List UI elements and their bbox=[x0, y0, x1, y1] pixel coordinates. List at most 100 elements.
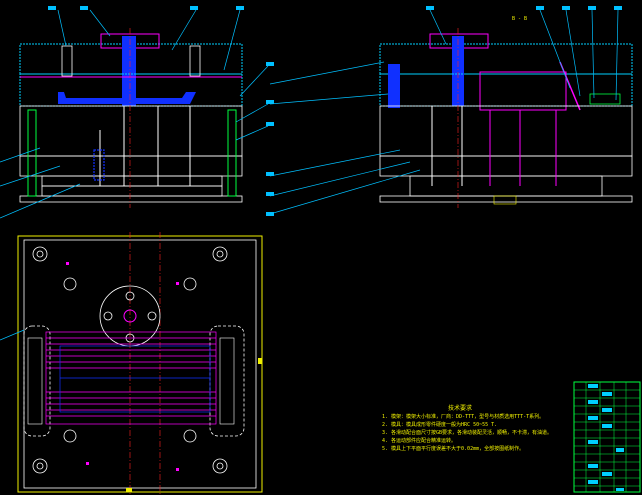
support-plate-side bbox=[379, 155, 633, 177]
guide-bush bbox=[32, 246, 48, 262]
return-spring bbox=[93, 149, 105, 181]
sprue-channel bbox=[122, 36, 136, 106]
plan-marker bbox=[176, 468, 179, 471]
plan-plate bbox=[23, 239, 257, 489]
slider-block-left bbox=[27, 337, 43, 425]
item-tag bbox=[266, 192, 274, 196]
slider-area-right bbox=[209, 325, 245, 437]
note-line: 3. 各滑动配合面尺寸按GB要求，各滑动装配灵活，顺畅，不卡滞，有油道。 bbox=[382, 430, 553, 436]
slider-spring bbox=[589, 93, 621, 105]
sprue-channel-side bbox=[452, 36, 464, 106]
runner-front bbox=[58, 92, 196, 104]
plate-screw bbox=[183, 429, 197, 443]
guide-bush bbox=[32, 458, 48, 474]
support-plate bbox=[19, 155, 243, 177]
leader-line bbox=[269, 169, 421, 215]
leader-line bbox=[269, 93, 389, 105]
item-tag bbox=[588, 6, 596, 10]
plan-leader bbox=[0, 329, 25, 341]
ring-screw bbox=[125, 291, 135, 301]
ring-screw bbox=[147, 311, 157, 321]
leader-line bbox=[0, 147, 41, 163]
plan-outer-frame bbox=[17, 235, 263, 493]
plan-dim-tick bbox=[126, 488, 132, 492]
slider-block-right bbox=[219, 337, 235, 425]
item-tag bbox=[266, 62, 274, 66]
leader-line bbox=[239, 65, 269, 97]
guide-bush bbox=[216, 250, 224, 258]
item-tag bbox=[80, 6, 88, 10]
plan-marker bbox=[66, 262, 69, 265]
leader-line bbox=[429, 9, 447, 45]
plan-view bbox=[0, 232, 263, 495]
guide-bush bbox=[36, 250, 44, 258]
leader-line bbox=[269, 149, 401, 177]
item-tag bbox=[614, 6, 622, 10]
item-tag bbox=[266, 212, 274, 216]
item-tag bbox=[236, 6, 244, 10]
item-tag bbox=[190, 6, 198, 10]
screw-top-left bbox=[61, 45, 73, 77]
plan-dim-tick bbox=[258, 358, 262, 364]
leader-line bbox=[269, 161, 411, 197]
front-section-view bbox=[0, 6, 274, 219]
core-plate-side bbox=[379, 105, 633, 157]
note-line: 5. 模具上下平面平行度误差不大于0.02mm，全部按图纸制作。 bbox=[382, 446, 525, 452]
leader-line bbox=[269, 61, 385, 85]
guide-pin-right bbox=[227, 109, 237, 197]
title-block-frame bbox=[573, 381, 641, 493]
core-plate bbox=[19, 105, 243, 157]
item-tag bbox=[426, 6, 434, 10]
plan-marker bbox=[86, 462, 89, 465]
ejector-plate-2 bbox=[41, 185, 223, 197]
ejector-plate-side bbox=[409, 175, 603, 197]
plate-screw bbox=[63, 277, 77, 291]
leader-line bbox=[171, 9, 197, 51]
leader-line bbox=[591, 9, 595, 99]
ring-screw bbox=[103, 311, 113, 321]
cavity-product bbox=[45, 331, 217, 425]
leader-line bbox=[0, 183, 81, 219]
guide-bush bbox=[36, 462, 44, 470]
item-tag bbox=[48, 6, 56, 10]
plate-screw bbox=[183, 277, 197, 291]
item-tag bbox=[562, 6, 570, 10]
note-line: 4. 各运动部件应配合精准运转。 bbox=[382, 438, 457, 444]
leader-line bbox=[223, 9, 241, 71]
cavity-plate-side bbox=[379, 73, 633, 107]
leader-line bbox=[615, 9, 619, 101]
bottom-clamp-side bbox=[379, 195, 633, 203]
runner-side bbox=[388, 64, 400, 108]
screw-top-right bbox=[189, 45, 201, 77]
leader-line bbox=[565, 9, 581, 97]
guide-pin-left bbox=[27, 109, 37, 197]
leader-line bbox=[57, 9, 67, 47]
plate-screw bbox=[63, 429, 77, 443]
cavity-inner bbox=[59, 345, 211, 413]
leader-line bbox=[0, 165, 61, 187]
guide-bush bbox=[216, 462, 224, 470]
note-line: 1. 模架：模架大小标准，厂商：DD-TTT，型号与材质选用TTT-T系列。 bbox=[382, 414, 545, 420]
slider-block bbox=[479, 71, 567, 111]
section-label: B - B bbox=[512, 16, 527, 22]
notes-title: 技术要求 bbox=[448, 405, 473, 412]
item-tag bbox=[266, 122, 274, 126]
guide-bush bbox=[212, 458, 228, 474]
sprue-hole bbox=[123, 309, 137, 323]
note-line: 2. 模具：模具成形零件硬度一般为HRC 50~55 T. bbox=[382, 422, 498, 428]
leader-line bbox=[235, 125, 269, 141]
leader-line bbox=[235, 103, 269, 123]
side-section-view: B - B bbox=[266, 6, 633, 216]
slider-area-left bbox=[23, 325, 51, 437]
top-clamp-plate-side bbox=[379, 43, 633, 75]
leader-line bbox=[89, 9, 111, 37]
ejector-plate-1 bbox=[41, 175, 223, 187]
dimension-box bbox=[493, 195, 517, 205]
item-tag bbox=[266, 172, 274, 176]
bottom-clamp-plate bbox=[19, 195, 243, 203]
guide-bush bbox=[212, 246, 228, 262]
item-tag bbox=[536, 6, 544, 10]
plan-marker bbox=[176, 282, 179, 285]
title-block bbox=[573, 381, 641, 493]
